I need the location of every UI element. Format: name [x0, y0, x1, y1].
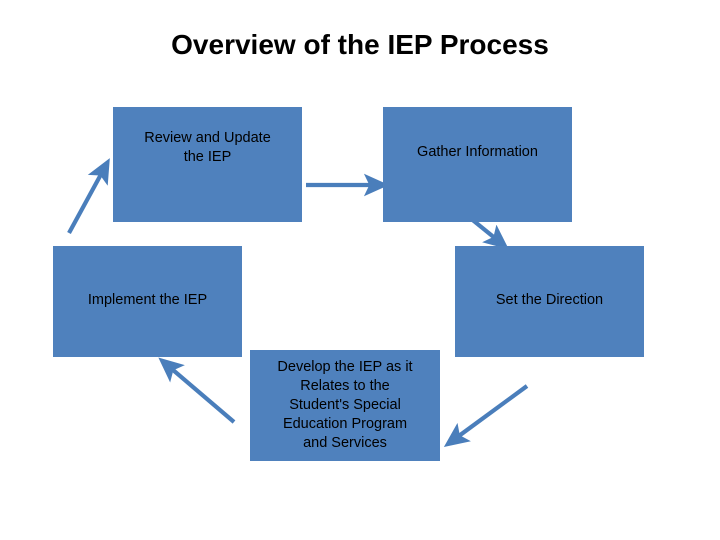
page-title: Overview of the IEP Process: [171, 29, 549, 60]
arrow-develop-to-implement: [158, 357, 236, 424]
process-box-implement-the-iep[interactable]: Implement the IEP: [53, 246, 242, 357]
process-box-develop-the-iep[interactable]: Develop the IEP as it Relates to the Stu…: [250, 350, 440, 461]
arrow-implement-to-review: [67, 158, 110, 235]
process-box-label: Set the Direction: [495, 292, 604, 308]
arrow-direction-to-develop: [443, 384, 529, 447]
process-box-gather-information[interactable]: Gather Information: [383, 107, 572, 222]
process-box-label: Gather Information: [417, 144, 538, 160]
process-box-label: Review and Update the IEP: [144, 129, 271, 165]
process-box-label: Develop the IEP as it Relates to the Stu…: [277, 359, 413, 451]
process-box-review-and-update-the-iep[interactable]: Review and Update the IEP: [113, 107, 302, 222]
process-box-set-the-direction[interactable]: Set the Direction: [455, 246, 644, 357]
process-box-label: Implement the IEP: [87, 292, 208, 308]
